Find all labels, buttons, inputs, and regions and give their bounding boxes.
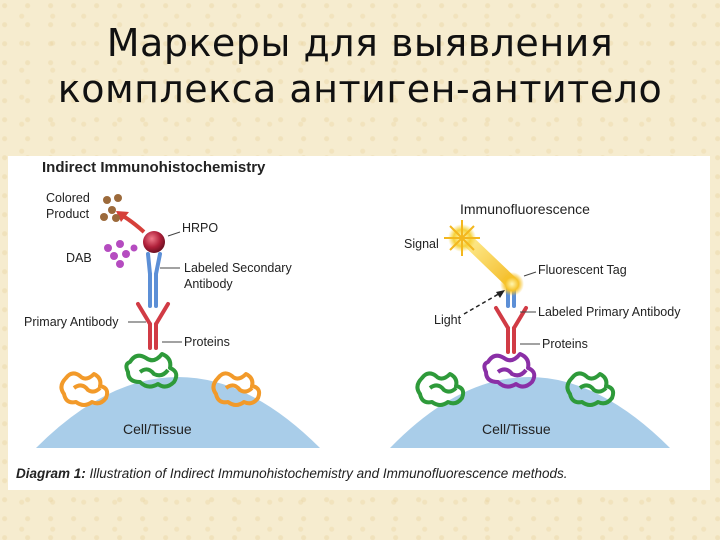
right-green-protein-1 <box>415 371 466 407</box>
signal-label: Signal <box>404 237 439 251</box>
right-purple-protein <box>482 352 537 389</box>
left-cell-tissue-label: Cell/Tissue <box>123 421 192 437</box>
caption-label: Diagram 1: <box>16 466 86 481</box>
hrpo-pointer <box>167 231 181 237</box>
hrpo-label: HRPO <box>182 221 218 235</box>
right-proteins-label: Proteins <box>542 337 588 351</box>
product-arrow <box>121 214 146 234</box>
labeled-secondary-label-line-1: Labeled Secondary <box>184 261 292 275</box>
caption-text: Illustration of Indirect Immunohistochem… <box>89 466 568 481</box>
fluorescent-tag-label: Fluorescent Tag <box>538 263 627 277</box>
right-heading: Immunofluorescence <box>460 201 590 217</box>
right-cell-tissue-label: Cell/Tissue <box>482 421 551 437</box>
signal-star-rays <box>444 220 480 256</box>
right-panel: Immunofluorescence Cell/Tissue <box>390 201 681 448</box>
hrpo-enzyme <box>143 231 165 253</box>
slide-title-line-1: Маркеры для выявления <box>106 21 614 65</box>
dab-dots <box>104 240 138 268</box>
colored-product-dots <box>100 194 122 222</box>
light-label: Light <box>434 313 462 327</box>
dab-label: DAB <box>66 251 92 265</box>
left-green-protein <box>124 352 179 389</box>
light-arrow-head <box>496 290 505 298</box>
product-arrow-head <box>116 211 129 222</box>
colored-product-label-line-2: Product <box>46 207 90 221</box>
figure-caption: Diagram 1: Illustration of Indirect Immu… <box>16 466 706 481</box>
right-green-protein-2 <box>565 371 616 407</box>
tag-pointer <box>523 271 537 277</box>
left-heading: Indirect Immunohistochemistry <box>42 159 266 176</box>
slide-title: Маркеры для выявления комплекса антиген-… <box>0 20 720 112</box>
left-secondary-antibody <box>146 252 162 308</box>
right-cell-tissue <box>390 377 670 448</box>
primary-antibody-label: Primary Antibody <box>24 315 119 329</box>
left-orange-protein-2 <box>211 371 262 407</box>
left-panel: Indirect Immunohistochemistry Cell/Tissu… <box>24 159 320 448</box>
slide-title-line-2: комплекса антиген-антитело <box>57 67 663 111</box>
left-orange-protein-1 <box>59 371 110 407</box>
colored-product-label-line-1: Colored <box>46 191 90 205</box>
labeled-secondary-label-line-2: Antibody <box>184 277 233 291</box>
left-proteins-label: Proteins <box>184 335 230 349</box>
light-arrow <box>463 291 503 315</box>
diagram-svg: Indirect Immunohistochemistry Cell/Tissu… <box>24 159 681 448</box>
fluorescent-tag <box>500 272 524 296</box>
diagram-figure: Indirect Immunohistochemistry Cell/Tissu… <box>8 156 710 490</box>
left-primary-antibody <box>136 302 170 350</box>
labeled-primary-label: Labeled Primary Antibody <box>538 305 681 319</box>
